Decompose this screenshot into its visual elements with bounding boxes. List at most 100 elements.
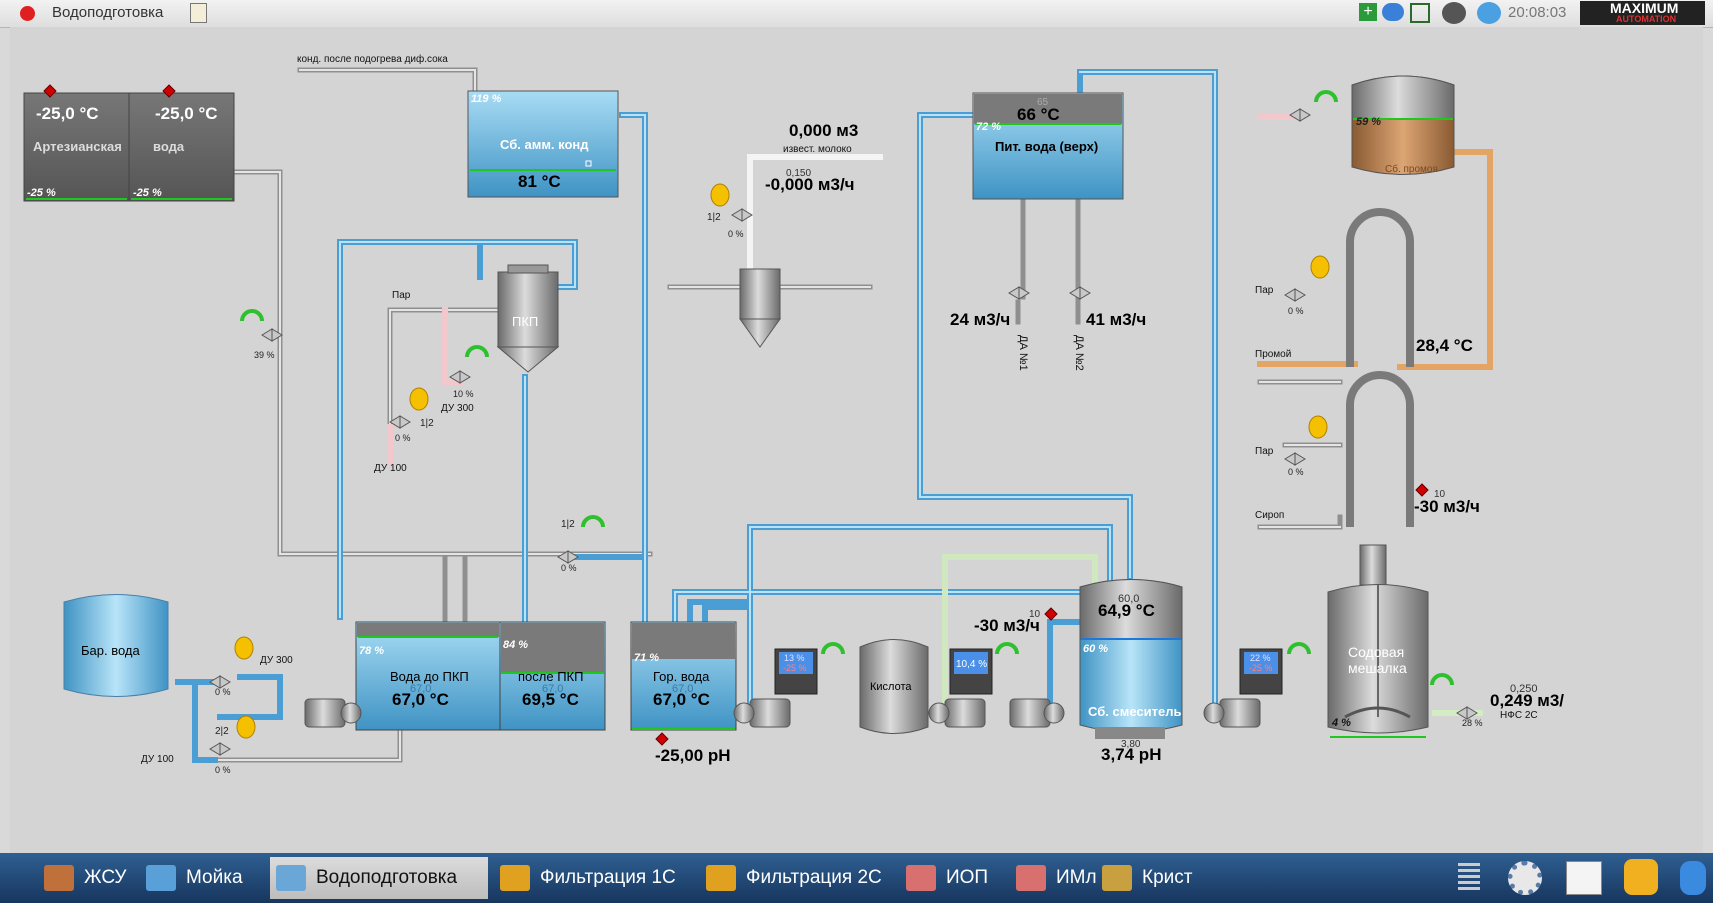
drive-panel[interactable]	[1239, 648, 1283, 695]
window-title: Водоподготовка	[52, 4, 164, 21]
auto-rotate-icon[interactable]	[1314, 90, 1338, 103]
pump[interactable]	[733, 698, 791, 728]
tab-vodopodgotovka[interactable]: Водоподготовка	[270, 857, 488, 899]
title-bar: Водоподготовка + 20:08:03 MAXIMUM AUTOMA…	[0, 0, 1713, 28]
tab-moyka[interactable]: Мойка	[140, 857, 250, 899]
pit-voda-level: 72 %	[976, 121, 1001, 133]
tank-bar-voda[interactable]	[63, 594, 169, 697]
valve-12a: 1|2	[420, 418, 434, 429]
drive1-value: 13 %	[784, 653, 805, 663]
manual-hand-icon[interactable]	[236, 715, 256, 739]
drive-panel[interactable]	[774, 648, 818, 695]
trend-chart-icon[interactable]	[1566, 861, 1602, 895]
valve-22: 2|2	[215, 726, 229, 737]
temp-28: 28,4 °C	[1416, 336, 1473, 355]
tab-filtration-2c[interactable]: Фильтрация 2С	[700, 857, 900, 899]
pump[interactable]	[1009, 698, 1065, 728]
auto-rotate-icon[interactable]	[1287, 642, 1311, 655]
manual-hand-icon[interactable]	[710, 183, 730, 207]
valve-icon[interactable]	[1069, 286, 1091, 300]
valve-icon[interactable]	[1284, 288, 1306, 302]
sb-smesitel-setpoint: 60,0	[1118, 593, 1139, 605]
tab-iop[interactable]: ИОП	[900, 857, 995, 899]
tank-voda-do-pkp[interactable]	[355, 621, 501, 731]
drive3-value: 22 %	[1250, 653, 1271, 663]
du300-label-bar: ДУ 300	[260, 655, 293, 666]
pit-voda-setpoint: 65	[1037, 97, 1049, 108]
valve-12b: 1|2	[561, 519, 575, 530]
sb-smesitel-ph: 3,74 pH	[1101, 745, 1161, 764]
valve-icon[interactable]	[389, 415, 411, 429]
tank-gor-voda[interactable]	[630, 621, 737, 731]
manual-hand-icon[interactable]	[1308, 415, 1328, 439]
network-icon[interactable]	[1410, 3, 1430, 23]
valve-icon[interactable]	[1456, 706, 1478, 720]
tab-krist[interactable]: Крист	[1096, 857, 1206, 899]
tank-pit-voda[interactable]	[972, 92, 1124, 200]
manual-hand-icon[interactable]	[1310, 255, 1330, 279]
water-label: вода	[153, 139, 185, 154]
pkp-label: ПКП	[512, 314, 538, 329]
separator[interactable]	[739, 268, 781, 348]
sodovaya-level: 4 %	[1331, 717, 1351, 729]
manual-hand-icon[interactable]	[234, 636, 254, 660]
valve-icon[interactable]	[1008, 286, 1030, 300]
iml-icon	[1016, 865, 1046, 891]
tank-water[interactable]	[128, 92, 235, 202]
tank-kislota[interactable]	[859, 639, 929, 734]
posle-pkp-label: после ПКП	[518, 669, 583, 684]
gor-voda-temp: 67,0 °C	[653, 690, 710, 709]
pump[interactable]	[304, 698, 362, 728]
pkp-heater[interactable]	[496, 264, 560, 373]
water-level: -25 %	[133, 187, 162, 199]
valve-28: 28 %	[1462, 718, 1483, 728]
telegram-icon[interactable]	[1477, 2, 1501, 24]
promoy-label: Промой	[1255, 349, 1291, 360]
report-icon[interactable]	[190, 3, 207, 23]
heat-exchanger-top[interactable]	[1346, 208, 1414, 367]
tank-sodovaya[interactable]	[1327, 544, 1429, 738]
valve-icon[interactable]	[261, 328, 283, 342]
auto-rotate-icon[interactable]	[995, 642, 1019, 655]
moyka-icon	[146, 865, 176, 891]
tab-zhsu[interactable]: ЖСУ	[38, 857, 138, 899]
valve-icon[interactable]	[731, 208, 753, 222]
settings-gear-icon[interactable]	[1508, 861, 1542, 895]
tank-artesian[interactable]	[23, 92, 130, 202]
valve-icon[interactable]	[1284, 452, 1306, 466]
engineer-icon[interactable]	[1624, 859, 1658, 895]
drive-panel[interactable]	[949, 648, 993, 695]
sb-smesitel-label: Сб. смеситель	[1088, 704, 1181, 719]
izvest-sp: 0,150	[786, 168, 811, 179]
touch-hand-icon[interactable]	[1680, 861, 1706, 895]
tab-filtration-1c[interactable]: Фильтрация 1С	[494, 857, 694, 899]
valve-39: 39 %	[254, 350, 275, 360]
heat-exchanger-bottom[interactable]	[1346, 371, 1414, 527]
pump[interactable]	[1203, 698, 1261, 728]
valve-0a: 0 %	[395, 433, 411, 443]
voda-do-pkp-temp: 67,0 °C	[392, 690, 449, 709]
auto-rotate-icon[interactable]	[821, 642, 845, 655]
chat-icon[interactable]	[1382, 3, 1404, 21]
tank-posle-pkp[interactable]	[499, 621, 606, 731]
valve-icon[interactable]	[209, 742, 231, 756]
add-icon[interactable]: +	[1359, 3, 1377, 21]
user-icon[interactable]	[1442, 2, 1466, 24]
valve-icon[interactable]	[209, 675, 231, 689]
auto-rotate-icon[interactable]	[581, 515, 605, 528]
menu-icon[interactable]	[1458, 863, 1480, 893]
auto-rotate-icon[interactable]	[465, 345, 489, 358]
tank-amm-cond[interactable]	[467, 90, 619, 198]
close-dot-icon[interactable]	[20, 6, 35, 21]
valve-icon[interactable]	[449, 370, 471, 384]
valve-icon[interactable]	[1289, 108, 1311, 122]
pump[interactable]	[928, 698, 986, 728]
valve-icon[interactable]	[557, 550, 579, 564]
tab-iml[interactable]: ИМл	[1010, 857, 1105, 899]
auto-rotate-icon[interactable]	[1430, 673, 1454, 686]
tank-promoy[interactable]	[1351, 75, 1455, 175]
auto-rotate-icon[interactable]	[240, 309, 264, 322]
vodopodgotovka-icon	[276, 865, 306, 891]
tank-sb-smesitel[interactable]	[1079, 579, 1183, 740]
manual-hand-icon[interactable]	[409, 387, 429, 411]
